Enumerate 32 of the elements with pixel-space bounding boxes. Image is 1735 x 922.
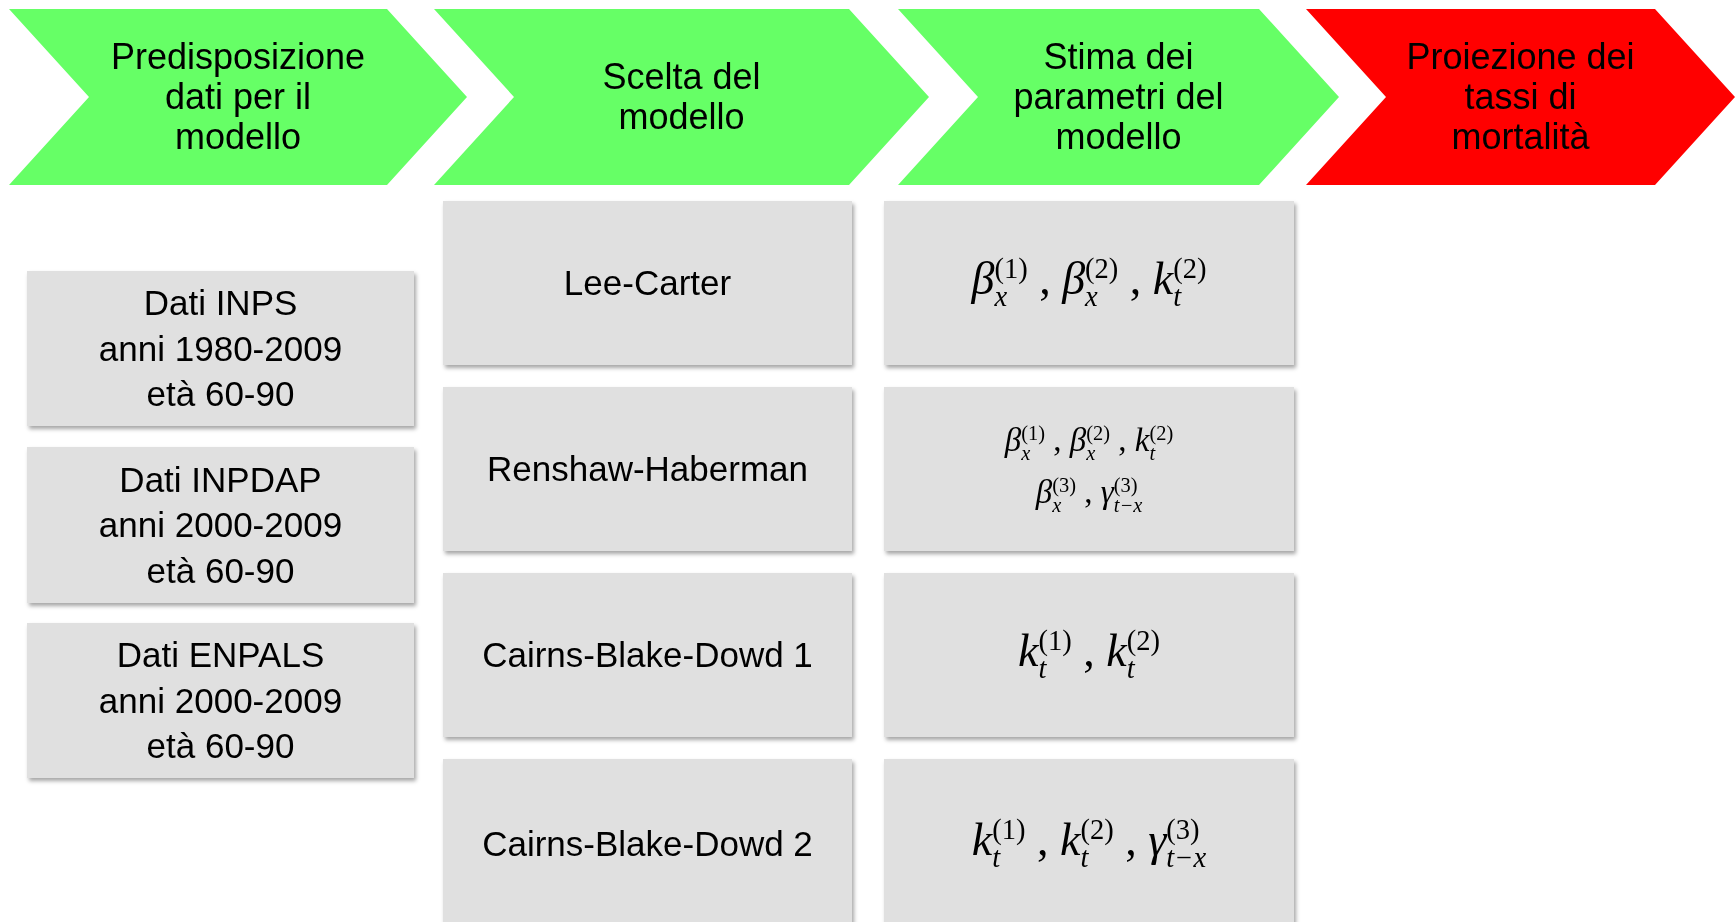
data-source-box [27, 271, 414, 426]
data-source-text: Dati INPDAP [119, 458, 322, 501]
data-source-text: Dati ENPALS [116, 634, 325, 677]
data-source-text: anni 2000-2009 [98, 504, 343, 547]
data-source-text: Dati INPS [143, 282, 298, 325]
model-name: Cairns-Blake-Dowd 2 [482, 823, 813, 866]
process-step-banner [434, 9, 929, 185]
model-name: Cairns-Blake-Dowd 1 [482, 634, 813, 677]
model-box [443, 201, 852, 365]
process-step-banner [898, 9, 1339, 185]
step-label: Stima dei parametri del modello [1012, 36, 1225, 158]
parameter-box [884, 201, 1294, 365]
parameter-box [884, 387, 1294, 551]
step-label: Scelta del modello [601, 56, 762, 138]
model-box [443, 387, 852, 551]
parameter-box [884, 573, 1294, 737]
process-step-banner [9, 9, 467, 185]
data-source-text: anni 2000-2009 [98, 679, 343, 722]
step-label: Proiezione dei tassi di mortalità [1405, 36, 1636, 158]
data-source-text: età 60-90 [146, 549, 295, 592]
data-source-box [27, 447, 414, 603]
data-source-text: età 60-90 [146, 373, 295, 416]
parameter-box [884, 759, 1294, 922]
model-box [443, 759, 852, 922]
model-box [443, 573, 852, 737]
data-source-box [27, 623, 414, 778]
data-source-text: anni 1980-2009 [98, 327, 343, 370]
step-label: Predisposizione dati per il modello [109, 36, 367, 158]
model-name: Lee-Carter [563, 262, 732, 305]
data-source-text: età 60-90 [146, 725, 295, 768]
model-name: Renshaw-Haberman [487, 448, 808, 491]
process-step-banner [1306, 9, 1735, 185]
